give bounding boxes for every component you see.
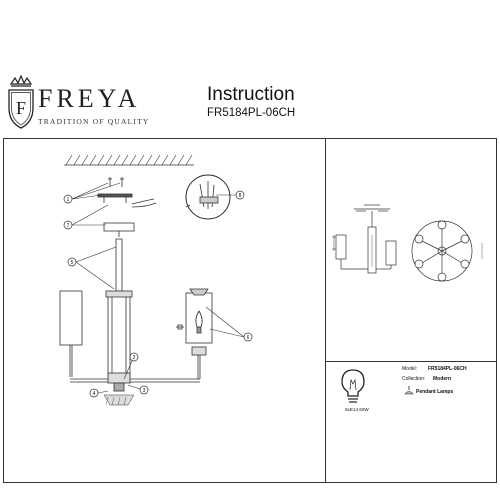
lamp-type: Pendant Lamps (416, 389, 454, 395)
collection-value: Modern (433, 376, 452, 382)
bulb-spec: 6xE14 60W (345, 407, 369, 412)
logo-letter: F (16, 98, 26, 118)
info-divider (325, 361, 497, 362)
callout-5: 5 (71, 260, 74, 266)
freya-logo-icon: F (8, 74, 34, 129)
frame-divider (325, 138, 326, 483)
callout-8: 8 (239, 193, 242, 199)
bulb-icon (341, 369, 365, 403)
brand-tagline: TRADITION OF QUALITY (38, 117, 150, 126)
callout-1: 1 (67, 197, 70, 203)
model-label: Model: (402, 366, 418, 372)
callout-7: 7 (67, 223, 70, 229)
collection-label: Collection: (402, 376, 426, 382)
callout-6: 6 (247, 335, 250, 341)
model-value: FR5184PL-06CH (428, 366, 467, 372)
callout-2: 2 (133, 355, 136, 361)
callout-3: 3 (143, 388, 146, 394)
brand-name: FREYA (38, 84, 141, 113)
callout-4: 4 (93, 391, 96, 397)
lamp-views-diagram (332, 204, 483, 282)
page-title: Instruction (207, 84, 295, 105)
model-number: FR5184PL-06CH (207, 107, 296, 119)
diagram-frame (3, 138, 497, 483)
assembly-diagram: 1 7 5 8 6 2 4 3 (59, 154, 253, 406)
pendant-lamp-icon (404, 386, 414, 395)
